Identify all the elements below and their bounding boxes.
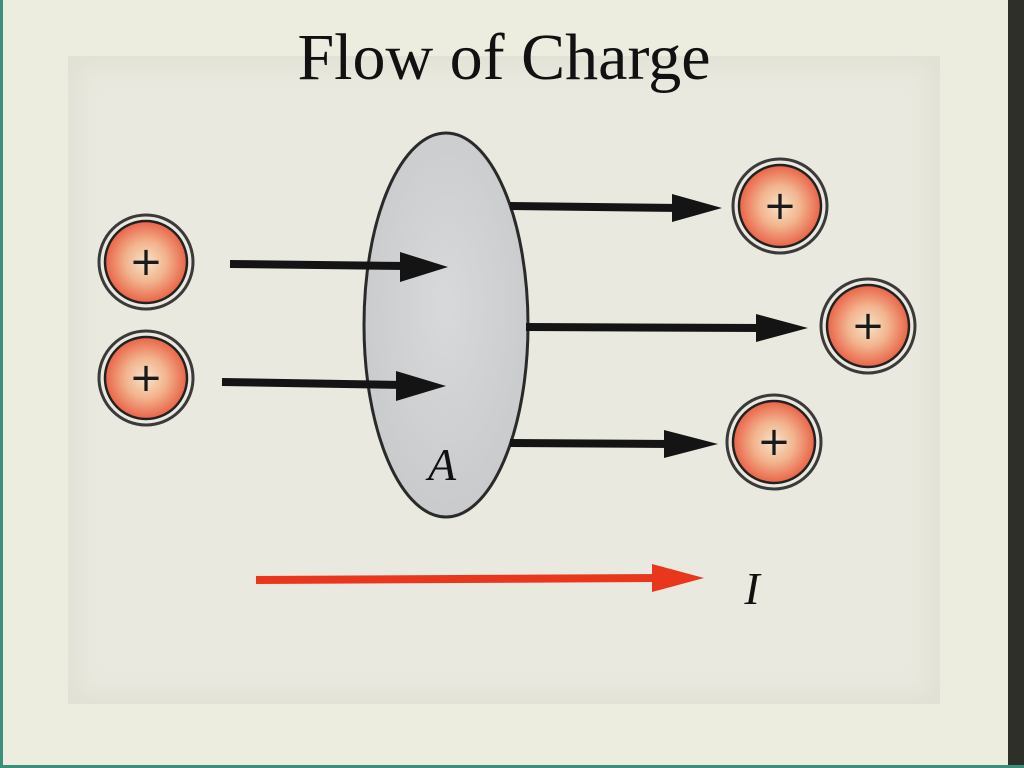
positive-charge-outgoing-3: + <box>725 393 823 491</box>
area-label: A <box>425 439 457 490</box>
positive-charge-outgoing-2: + <box>819 277 917 375</box>
current-direction-arrow <box>255 564 704 592</box>
outgoing-arrow-2 <box>525 314 808 342</box>
plus-sign: + <box>851 303 885 349</box>
positive-charge-incoming-1: + <box>97 213 195 311</box>
frame-edge-right <box>1008 0 1024 768</box>
current-label: I <box>743 563 762 614</box>
plus-sign: + <box>763 183 797 229</box>
positive-charge-incoming-2: + <box>97 329 195 427</box>
plus-sign: + <box>129 355 163 401</box>
incoming-arrow-2 <box>221 371 446 401</box>
frame-edge-left <box>0 0 3 768</box>
incoming-arrow-1 <box>229 252 448 282</box>
slide-title: Flow of Charge <box>297 21 711 94</box>
outgoing-arrow-3 <box>509 430 718 458</box>
frame-edge-bottom <box>0 765 1024 768</box>
positive-charge-outgoing-1: + <box>731 157 829 255</box>
plus-sign: + <box>129 239 163 285</box>
plus-sign: + <box>757 419 791 465</box>
outgoing-arrow-1 <box>509 194 722 222</box>
